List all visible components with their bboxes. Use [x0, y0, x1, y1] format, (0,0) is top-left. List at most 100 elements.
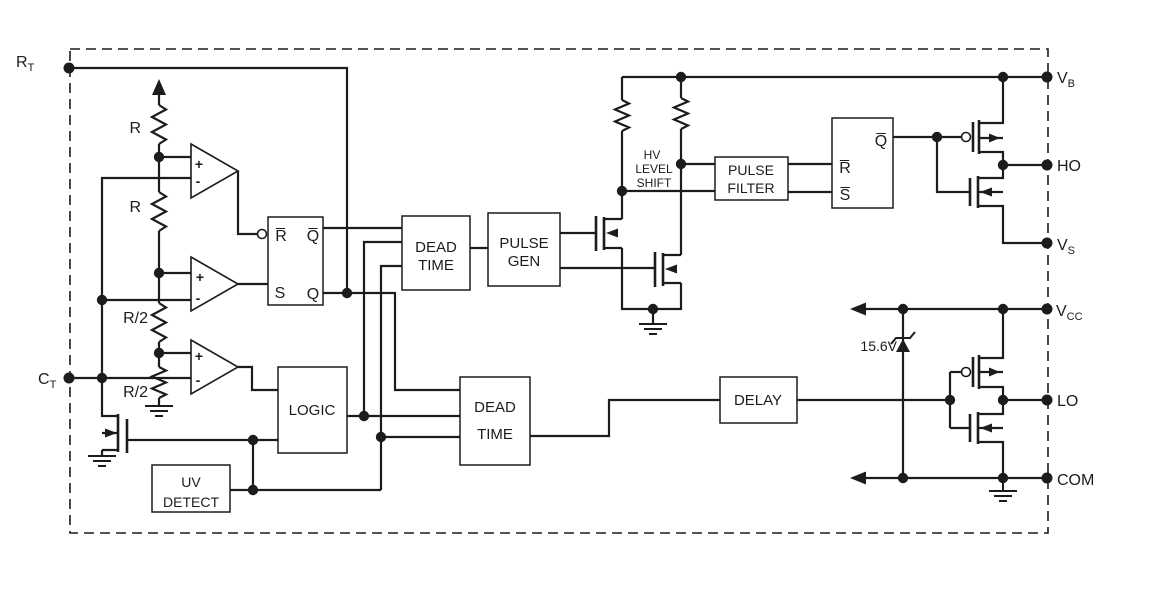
ct-discharge-fet-icon	[100, 378, 129, 456]
ground-ladder	[145, 405, 173, 417]
resistor-levelshift-b	[671, 97, 691, 130]
vcc-rail-arrow-icon	[850, 302, 866, 316]
resistor-r-top	[149, 104, 169, 145]
ho-nmos-arrow	[980, 187, 992, 197]
fetB-stubs	[663, 253, 681, 285]
junction-dot	[675, 71, 687, 83]
pin-ho-label: HO	[1057, 158, 1081, 175]
dead-time-top-line1: DEAD	[415, 239, 457, 256]
junction-dot	[358, 410, 370, 422]
block-uv-detect	[151, 464, 231, 513]
block-dead-time-top	[401, 215, 471, 291]
junction-dot	[897, 472, 909, 484]
resistor-r-half-lower	[149, 366, 169, 399]
lo-pmos-arrow	[989, 367, 1000, 377]
wire-deadtime1-in3	[379, 264, 402, 490]
zener-voltage-label: 15.6V	[860, 338, 897, 354]
junction-dot	[997, 71, 1009, 83]
latch-1-r: R̅	[275, 227, 287, 245]
pin-vs-label: VS	[1057, 237, 1075, 257]
hv-level-shift-line1: HV	[644, 148, 661, 162]
junction-dot	[96, 294, 108, 306]
latch-2	[831, 117, 894, 209]
pin-vcc-dot	[1041, 303, 1053, 315]
function-blocks: DEAD TIME PULSE GEN PULSE FILTER LOGIC U…	[151, 156, 798, 513]
resistor-r-half-upper	[149, 302, 169, 343]
pin-vs-main: V	[1057, 237, 1068, 254]
wire-q-to-deadtime2	[323, 291, 460, 392]
pins: RT CT VB HO VS VCC LO COM	[16, 54, 1094, 489]
pulse-filter-line2: FILTER	[727, 180, 774, 196]
pin-rt-main: R	[16, 54, 28, 71]
junction-dot	[997, 394, 1009, 406]
pin-rt-dot	[63, 62, 75, 74]
junction-dot	[997, 303, 1009, 315]
block-dead-time-bottom	[459, 376, 531, 466]
junction-dot	[944, 394, 956, 406]
ho-pmos-gate-bubble-icon	[960, 131, 972, 143]
text-annotations: R R R/2 R/2 HV LEVEL SHIFT 15.6V	[123, 120, 898, 401]
junction-dot	[647, 303, 659, 315]
pulse-gen-line2: GEN	[508, 253, 541, 270]
pin-vb-sub: B	[1068, 78, 1075, 90]
dead-time-bottom-line1: DEAD	[474, 399, 516, 416]
comparator-1-minus: -	[196, 173, 201, 189]
zener-cathode-bar	[890, 331, 916, 345]
junction-dot	[997, 472, 1009, 484]
ic-boundary	[69, 48, 1049, 534]
wire-levelshift-resB	[679, 77, 715, 166]
latch-1	[267, 216, 324, 306]
junction-dot	[997, 159, 1009, 171]
uv-detect-line1: UV	[181, 474, 201, 490]
latches: R̅ Q̅ S Q R̅ S̅ Q̅	[256, 117, 894, 306]
fetA-stubs	[604, 217, 622, 250]
resistor-levelshift-a	[612, 99, 632, 132]
wire-fetA-source	[620, 248, 653, 311]
block-logic	[277, 366, 348, 454]
resistor-label-r-half-lower: R/2	[123, 384, 148, 401]
pulse-gen-line1: PULSE	[499, 235, 548, 252]
lo-pmos-icon	[960, 309, 1005, 400]
block-delay	[719, 376, 798, 424]
uv-detect-line2: DETECT	[163, 494, 219, 510]
ho-pmos-icon	[960, 77, 1005, 165]
hv-level-shift-line3: SHIFT	[637, 176, 672, 190]
comparator-1-plus: +	[195, 156, 203, 172]
ho-nmos-stubs	[978, 165, 1046, 245]
levelshift-fet-b-icon	[653, 252, 681, 287]
pin-vb-label: VB	[1057, 70, 1075, 90]
pin-vcc-main: V	[1056, 303, 1067, 320]
pin-com-dot	[1041, 472, 1053, 484]
lo-nmos-stubs	[978, 400, 1005, 478]
ho-pmos-arrow	[989, 133, 1000, 143]
lo-nmos-icon	[968, 400, 1005, 478]
ct-fet-arrow	[105, 428, 117, 438]
ho-nmos-icon	[968, 165, 1046, 245]
comparator-2	[190, 255, 240, 313]
pin-ct-main: C	[38, 371, 50, 388]
pin-ct-dot	[63, 372, 75, 384]
junction-dot	[375, 431, 387, 443]
lo-pmos-gate-bubble-icon	[960, 366, 972, 378]
junction-dot	[153, 267, 165, 279]
junction-dot	[153, 347, 165, 359]
ct-fet-stubs	[100, 378, 118, 452]
pin-ct-sub: T	[50, 379, 57, 391]
pin-vb-main: V	[1057, 70, 1068, 87]
lo-pmos-stubs	[979, 309, 1005, 400]
fetB-arrow	[665, 264, 677, 274]
zener-diode-icon	[896, 339, 910, 352]
dead-time-bottom-line2: TIME	[477, 426, 513, 443]
levelshift-fet-a-icon	[594, 216, 622, 251]
junction-dot	[897, 303, 909, 315]
pin-vb-dot	[1041, 71, 1053, 83]
block-pulse-gen	[487, 212, 561, 287]
ground-lo	[989, 478, 1017, 502]
latch-2-s: S̅	[840, 186, 851, 204]
comparator-3	[190, 338, 240, 396]
fetA-arrow	[606, 228, 618, 238]
ground-levelshift	[639, 323, 667, 335]
dead-time-top-line2: TIME	[418, 257, 454, 274]
delay-label: DELAY	[734, 392, 782, 409]
